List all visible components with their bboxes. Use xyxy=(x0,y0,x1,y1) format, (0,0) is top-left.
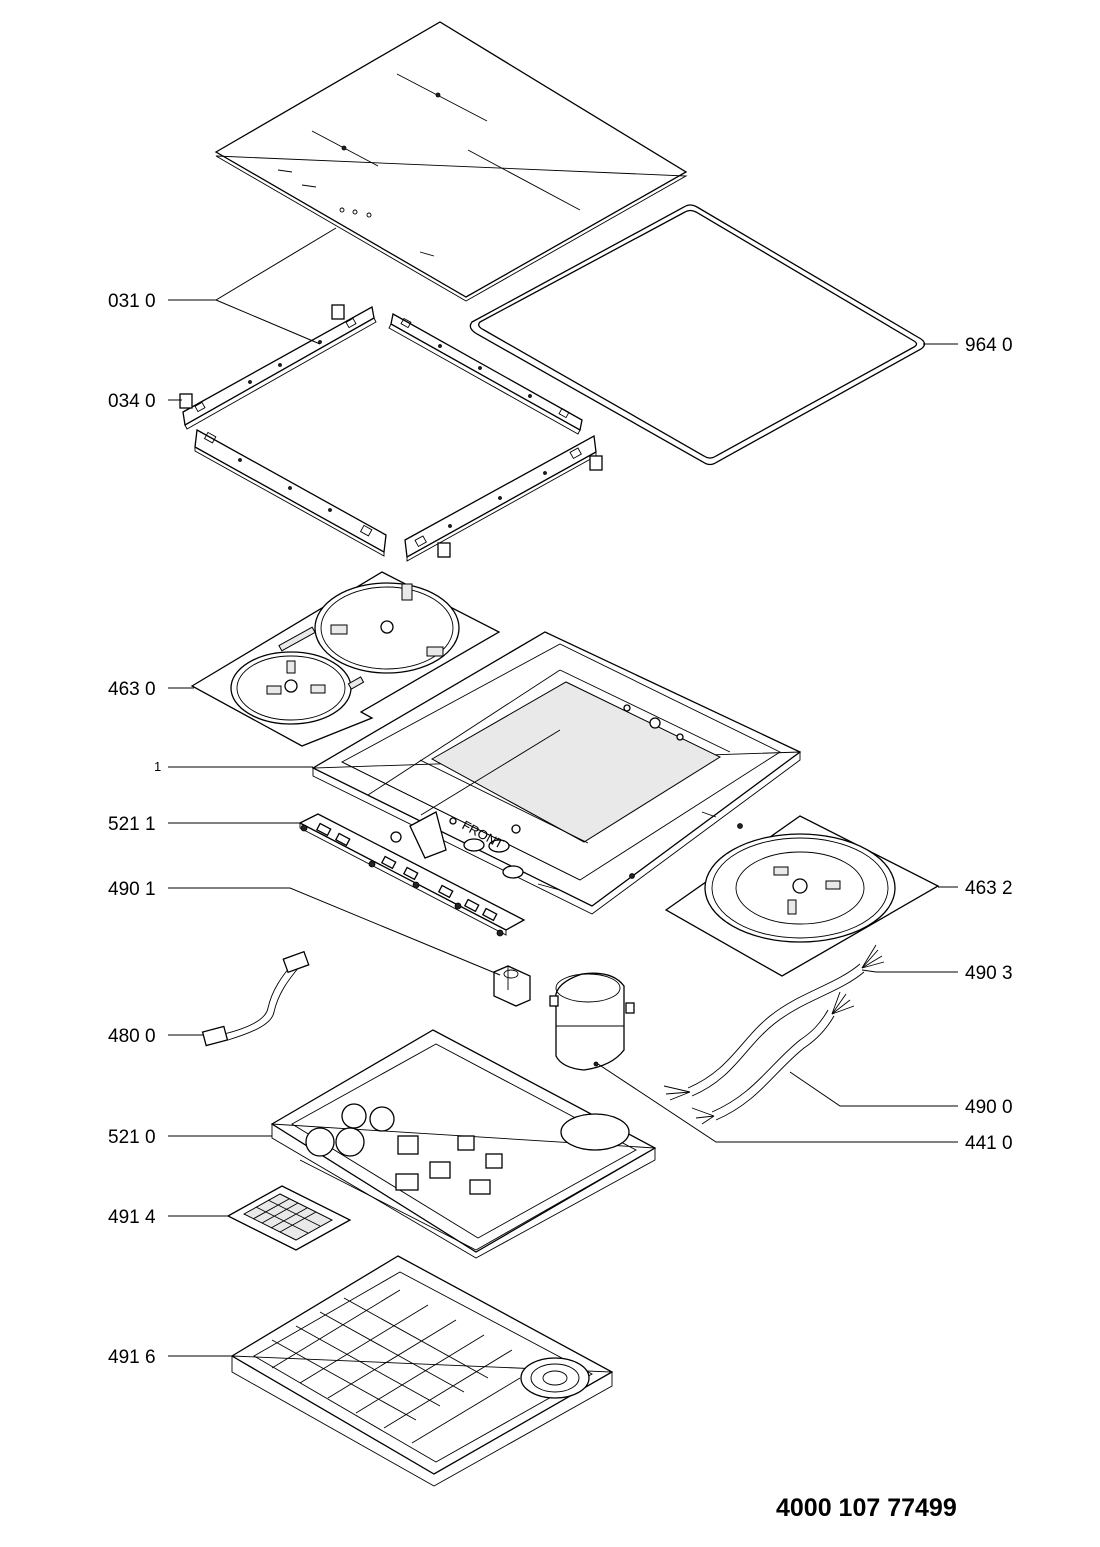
cooling-fan xyxy=(549,972,635,1071)
callout-490-0: 490 0 xyxy=(965,1097,1013,1118)
callout-491-4: 491 4 xyxy=(108,1207,156,1228)
callout-1: 1 xyxy=(154,759,161,774)
control-board-strip xyxy=(298,813,526,937)
document-code: 4000 107 77499 xyxy=(776,1494,957,1522)
air-filter-cover xyxy=(226,1185,352,1251)
callout-490-3: 490 3 xyxy=(965,963,1013,984)
cable-clamp xyxy=(493,965,531,1007)
callout-490-1: 490 1 xyxy=(108,879,156,900)
callout-491-6: 491 6 xyxy=(108,1347,156,1368)
ribbon-cable-harness xyxy=(201,950,310,1047)
callout-480-0: 480 0 xyxy=(108,1026,156,1047)
cooktop-chassis-tray: FRONT xyxy=(311,631,802,915)
callout-463-0: 463 0 xyxy=(108,679,156,700)
callout-964-0: 964 0 xyxy=(965,335,1013,356)
induction-coil-plate-right xyxy=(664,815,940,977)
glass-cooktop-panel xyxy=(214,21,688,302)
bottom-base-housing xyxy=(230,1255,614,1487)
side-frame-rails xyxy=(179,304,603,562)
callout-031-0: 031 0 xyxy=(108,291,156,312)
induction-coil-plate-left xyxy=(190,571,501,747)
callout-521-1: 521 1 xyxy=(108,814,156,835)
frame-seal-gasket xyxy=(469,204,926,466)
callout-leader-lines xyxy=(168,227,958,1357)
power-supply-cables xyxy=(663,944,885,1125)
callout-463-2: 463 2 xyxy=(965,878,1013,899)
callout-034-0: 034 0 xyxy=(108,391,156,412)
callout-441-0: 441 0 xyxy=(965,1133,1013,1154)
power-board-housing xyxy=(270,1029,657,1259)
callout-521-0: 521 0 xyxy=(108,1127,156,1148)
